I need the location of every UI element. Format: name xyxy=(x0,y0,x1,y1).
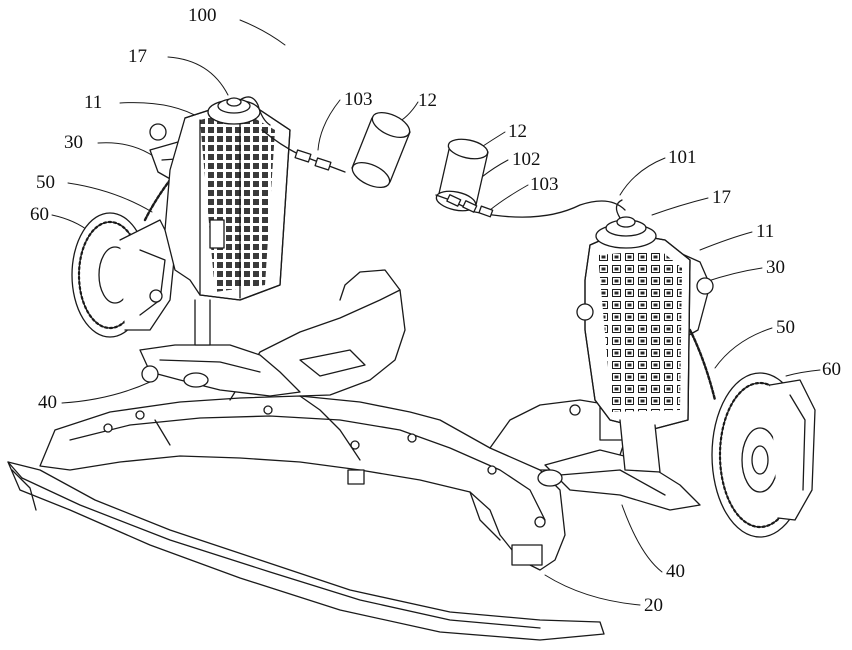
left-lower-control-arm xyxy=(139,344,301,397)
label-left-upper-arm: 30 xyxy=(64,132,83,153)
left-top-mount xyxy=(207,96,271,126)
label-left-air-spring: 11 xyxy=(84,92,103,113)
left-brake-disc xyxy=(71,212,176,338)
label-left-top-mount: 17 xyxy=(128,46,147,67)
label-left-lower-arm: 40 xyxy=(38,392,57,413)
label-subframe-20: 20 xyxy=(644,595,663,616)
label-right-top-mount: 17 xyxy=(712,187,731,208)
leader-lines xyxy=(51,19,821,606)
label-right-brake-disc: 60 xyxy=(822,359,841,380)
right-brake-disc xyxy=(711,372,816,538)
label-right-upper-arm: 30 xyxy=(766,257,785,278)
label-left-air-line: 103 xyxy=(344,89,373,110)
subframe xyxy=(39,269,631,571)
label-left-damper: 50 xyxy=(36,172,55,193)
left-damper xyxy=(143,178,211,346)
label-right-reservoir: 12 xyxy=(508,121,527,142)
label-left-brake-disc: 60 xyxy=(30,204,49,225)
right-air-spring xyxy=(576,231,691,473)
label-right-damper: 50 xyxy=(776,317,795,338)
left-air-spring xyxy=(164,104,291,301)
label-assembly-100: 100 xyxy=(188,5,217,26)
label-right-connector-103: 103 xyxy=(530,174,559,195)
left-reservoir xyxy=(351,111,411,189)
right-top-mount xyxy=(595,199,657,249)
right-air-line xyxy=(435,194,626,218)
label-left-reservoir: 12 xyxy=(418,90,437,111)
label-right-lower-arm: 40 xyxy=(666,561,685,582)
label-right-air-line-101: 101 xyxy=(668,147,697,168)
front-bumper-beam xyxy=(7,461,605,641)
left-air-line xyxy=(261,129,346,173)
right-reservoir xyxy=(435,138,489,212)
label-right-air-spring: 11 xyxy=(756,221,775,242)
label-right-connector-102: 102 xyxy=(512,149,541,170)
